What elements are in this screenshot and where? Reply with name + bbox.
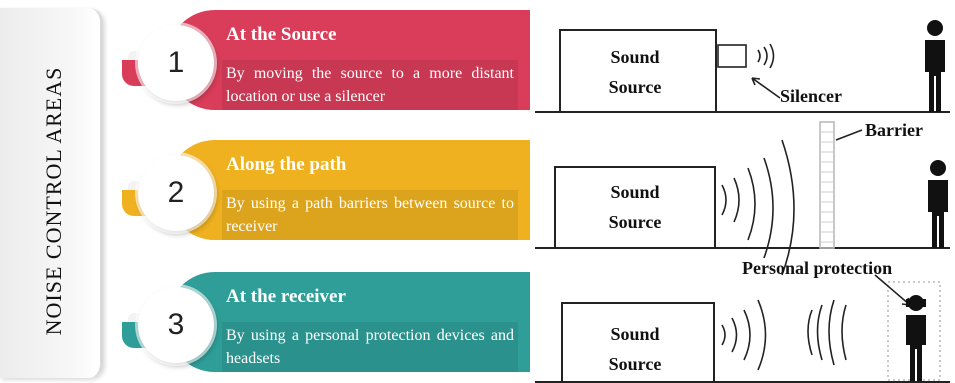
step-2-band <box>167 140 530 240</box>
step-1-number: 1 <box>138 25 214 101</box>
step-3-heading: At the receiver <box>226 286 346 307</box>
sound-source-box-1 <box>559 29 717 113</box>
step-2-number: 2 <box>138 155 214 231</box>
sound-source-label-2-line1: Sound <box>610 182 660 202</box>
illustration-drawings <box>535 20 950 383</box>
side-title-panel: NOISE CONTROL AREAS <box>0 8 103 378</box>
protection-arrow-icon <box>874 274 911 306</box>
sound-source-label-1-line2: Source <box>608 77 662 97</box>
silencer-icon <box>717 44 747 68</box>
step-1-description: By moving the source to a more distant l… <box>222 60 518 110</box>
step-3-band <box>167 272 530 372</box>
person-icon <box>925 20 945 112</box>
sound-source-label-2-line2: Source <box>608 212 662 232</box>
sound-wave-icon <box>757 43 775 69</box>
step-3-description: By using a personal protection devices a… <box>222 322 518 372</box>
step-1-banner: 1 At the Source By moving the source to … <box>122 10 530 110</box>
side-title: NOISE CONTROL AREAS <box>41 66 66 336</box>
sound-wave-icon <box>721 299 847 371</box>
sound-source-label-3-line2: Source <box>608 354 662 374</box>
sound-source-label-3-line1: Sound <box>610 324 660 344</box>
step-1-band <box>167 10 530 110</box>
person-with-headset-icon <box>906 295 926 381</box>
barrier-arrow-icon <box>835 129 863 141</box>
step-1-heading: At the Source <box>226 24 337 45</box>
step-2-heading: Along the path <box>226 154 347 175</box>
person-icon <box>928 160 948 248</box>
sound-wave-icon <box>721 139 795 276</box>
sound-source-box-3 <box>561 302 715 383</box>
silencer-label: Silencer <box>780 86 842 106</box>
barrier-label: Barrier <box>865 120 923 140</box>
step-3-number: 3 <box>138 287 214 363</box>
sound-source-label-1-line1: Sound <box>610 47 660 67</box>
step-3-banner: 3 At the receiver By using a personal pr… <box>122 272 530 372</box>
step-2-banner: 2 Along the path By using a path barrier… <box>122 140 530 240</box>
personal-protection-label: Personal protection <box>742 258 893 278</box>
illustration-panel: Sound Source Sound Source Sound Source S… <box>530 0 955 383</box>
silencer-arrow-icon <box>751 77 781 99</box>
step-2-description: By using a path barriers between source … <box>222 190 518 240</box>
sound-source-box-2 <box>554 166 716 249</box>
barrier-wall <box>819 121 835 249</box>
